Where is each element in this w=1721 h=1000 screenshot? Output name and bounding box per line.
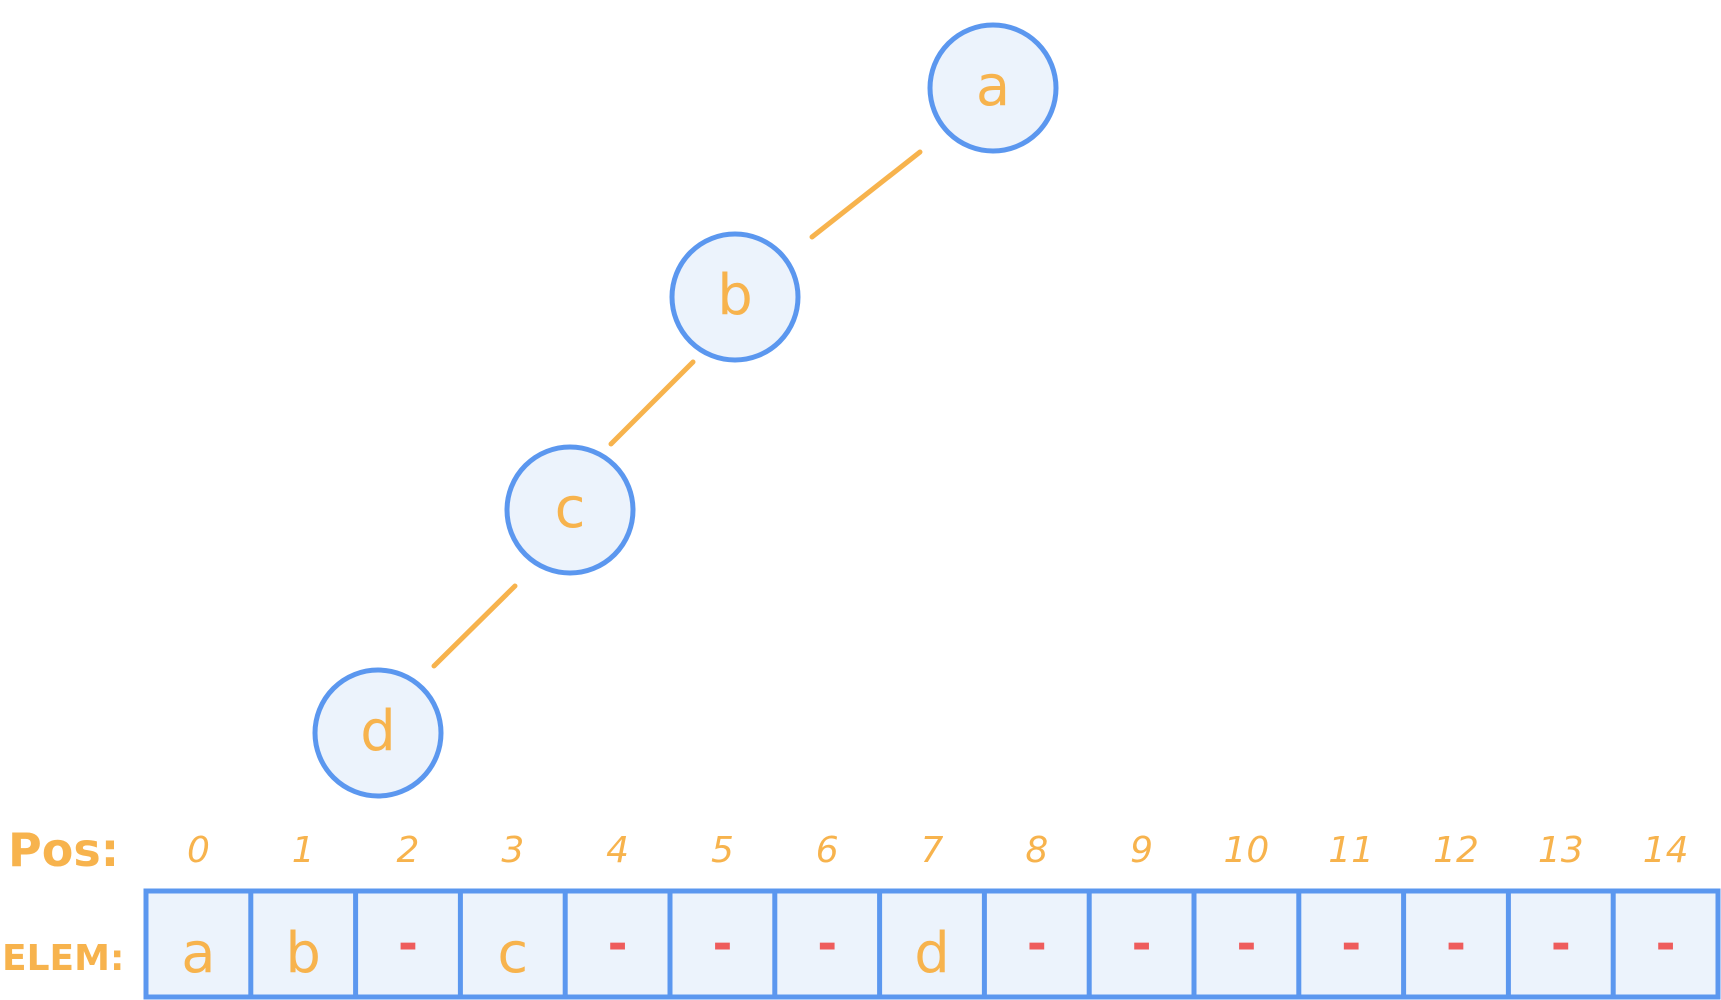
empty-cell-marker: - bbox=[817, 916, 837, 972]
tree-edge-a-b bbox=[809, 149, 923, 240]
position-index-14: 14 bbox=[1643, 830, 1689, 871]
cell-value: b bbox=[285, 921, 321, 986]
position-index-12: 12 bbox=[1433, 830, 1479, 871]
position-index-11: 11 bbox=[1328, 830, 1374, 871]
tree-node-label: b bbox=[717, 263, 753, 328]
tree-edge-c-d bbox=[431, 583, 518, 669]
tree-node-b: b bbox=[669, 231, 801, 363]
array-cell-7: d bbox=[877, 891, 950, 997]
array-cell-9: - bbox=[1086, 891, 1152, 997]
tree-node-c: c bbox=[504, 444, 636, 576]
position-index-3: 3 bbox=[501, 830, 524, 871]
cell-value: c bbox=[497, 921, 528, 986]
pos-label: Pos: bbox=[8, 823, 119, 877]
array-cell-3: c bbox=[457, 891, 528, 997]
tree-edges bbox=[431, 149, 923, 669]
tree-node-circle bbox=[669, 231, 801, 363]
position-index-10: 10 bbox=[1223, 830, 1269, 871]
position-index-9: 9 bbox=[1130, 830, 1153, 871]
position-index-5: 5 bbox=[711, 830, 734, 871]
tree-node-d: d bbox=[312, 667, 444, 799]
tree-node-circle bbox=[504, 444, 636, 576]
position-index-4: 4 bbox=[606, 830, 629, 871]
array-cell-13: - bbox=[1505, 891, 1571, 997]
position-index-0: 0 bbox=[187, 830, 210, 871]
array-cell-6: - bbox=[772, 891, 837, 997]
position-index-13: 13 bbox=[1538, 830, 1584, 871]
empty-cell-marker: - bbox=[1027, 916, 1047, 972]
position-index-7: 7 bbox=[921, 830, 944, 871]
empty-cell-marker: - bbox=[712, 916, 732, 972]
array-outline bbox=[143, 888, 1721, 1000]
tree-node-label: c bbox=[555, 476, 586, 541]
cell-value: d bbox=[914, 921, 950, 986]
array-cell-2: - bbox=[353, 891, 418, 997]
array-cell-5: - bbox=[667, 891, 732, 997]
tree-nodes: a b c d bbox=[312, 22, 1059, 799]
tree-node-label: a bbox=[976, 54, 1010, 119]
position-index-8: 8 bbox=[1025, 830, 1048, 871]
array-cell-12: - bbox=[1401, 891, 1466, 997]
empty-cell-marker: - bbox=[608, 916, 628, 972]
tree-node-circle bbox=[312, 667, 444, 799]
cell-value: a bbox=[181, 921, 215, 986]
array-cell-10: - bbox=[1191, 891, 1256, 997]
tree-node-a: a bbox=[927, 22, 1059, 154]
tree-node-circle bbox=[927, 22, 1059, 154]
array-cell-14: - bbox=[1610, 891, 1676, 997]
array-cell-0: a bbox=[181, 921, 215, 986]
empty-cell-marker: - bbox=[1132, 916, 1152, 972]
array-cell-1: b bbox=[248, 891, 321, 997]
position-index-6: 6 bbox=[816, 830, 839, 871]
position-index-2: 2 bbox=[397, 830, 420, 871]
tree-node-label: d bbox=[360, 699, 396, 764]
elem-label: ELEM: bbox=[2, 938, 124, 979]
empty-cell-marker: - bbox=[1341, 916, 1361, 972]
empty-cell-marker: - bbox=[1446, 916, 1466, 972]
array-cell-8: - bbox=[981, 891, 1047, 997]
empty-cell-marker: - bbox=[398, 916, 418, 972]
empty-cell-marker: - bbox=[1656, 916, 1676, 972]
position-index-1: 1 bbox=[292, 830, 315, 871]
empty-cell-marker: - bbox=[1236, 916, 1256, 972]
empty-cell-marker: - bbox=[1551, 916, 1571, 972]
tree-edge-b-c bbox=[608, 359, 696, 447]
array-cell-4: - bbox=[562, 891, 628, 997]
array-cell-11: - bbox=[1296, 891, 1361, 997]
